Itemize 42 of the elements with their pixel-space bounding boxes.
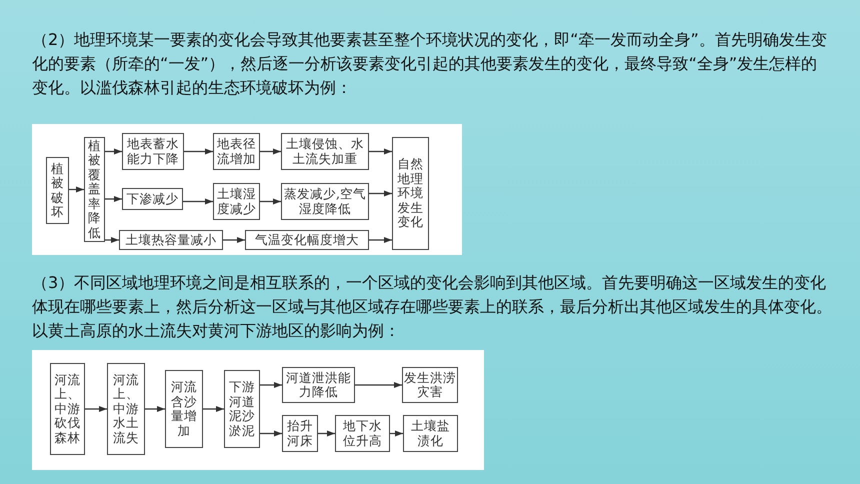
process-box: 土壤湿度减少 bbox=[213, 183, 260, 220]
process-box: 土壤热容量减小 bbox=[119, 230, 223, 250]
process-box: 气温变化幅度增大 bbox=[245, 230, 369, 250]
arrow bbox=[369, 237, 392, 243]
arrow bbox=[223, 237, 245, 243]
process-box: 下游河道泥沙淤泥 bbox=[224, 370, 260, 448]
process-box: 地下水位升高 bbox=[335, 415, 390, 452]
process-box: 河流含沙量增加 bbox=[165, 370, 203, 448]
process-box: 地表径流增加 bbox=[213, 133, 260, 170]
arrow bbox=[184, 148, 213, 154]
process-box: 河道泄洪能力降低 bbox=[282, 367, 355, 403]
paragraph-text: （3）不同区域地理环境之间是相互联系的，一个区域的变化会影响到其他区域。首先要明确这一区域发生的变化体现在哪些要素上，然后分析这一区域与其他区域存在哪些要素上的联系，最后分析出其他区域发生的具体变化。以黄土高原的水土流失对黄河下游地区的影响为例： bbox=[32, 272, 832, 342]
arrow bbox=[369, 148, 392, 154]
arrow bbox=[318, 430, 335, 436]
arrow bbox=[260, 198, 281, 204]
arrow bbox=[260, 148, 281, 154]
process-box: 植被破坏 bbox=[46, 157, 69, 224]
process-box: 发生洪涝灾害 bbox=[402, 367, 458, 403]
arrow bbox=[105, 237, 119, 243]
process-box: 土壤侵蚀、水土流失加重 bbox=[281, 133, 369, 170]
process-box: 植被覆盖率降低 bbox=[84, 137, 105, 242]
process-box: 土壤盐渍化 bbox=[403, 415, 458, 452]
process-box: 地表蓄水能力下降 bbox=[122, 133, 184, 170]
process-box: 河流上、中游砍伐森林 bbox=[50, 363, 85, 455]
arrow bbox=[105, 148, 122, 154]
process-box: 河流上、中游水土流失 bbox=[107, 363, 145, 455]
arrow bbox=[369, 190, 392, 196]
arrow bbox=[145, 406, 165, 412]
arrow bbox=[260, 382, 282, 388]
arrow bbox=[69, 186, 84, 192]
process-box: 自然地理环境发生变化 bbox=[392, 137, 429, 250]
arrow bbox=[260, 430, 282, 436]
process-box: 下渗减少 bbox=[122, 188, 183, 210]
arrow bbox=[183, 198, 213, 204]
arrow bbox=[355, 382, 402, 388]
process-box: 抬升河床 bbox=[282, 415, 318, 452]
arrow bbox=[85, 406, 107, 412]
arrow bbox=[203, 406, 224, 412]
paragraph-text: （2）地理环境某一要素的变化会导致其他要素甚至整个环境状况的变化，即“牵一发而动全身”。首先明确发生变化的要素（所牵的“一发”），然后逐一分析该要素变化引起的其他要素发生的变化，最终导致“全身”发生怎样的变化。以滥伐森林引起的生态环境破坏为例： bbox=[32, 29, 828, 99]
process-box: 蒸发减少,空气湿度降低 bbox=[281, 183, 369, 220]
arrow bbox=[390, 430, 403, 436]
arrow bbox=[105, 196, 122, 202]
